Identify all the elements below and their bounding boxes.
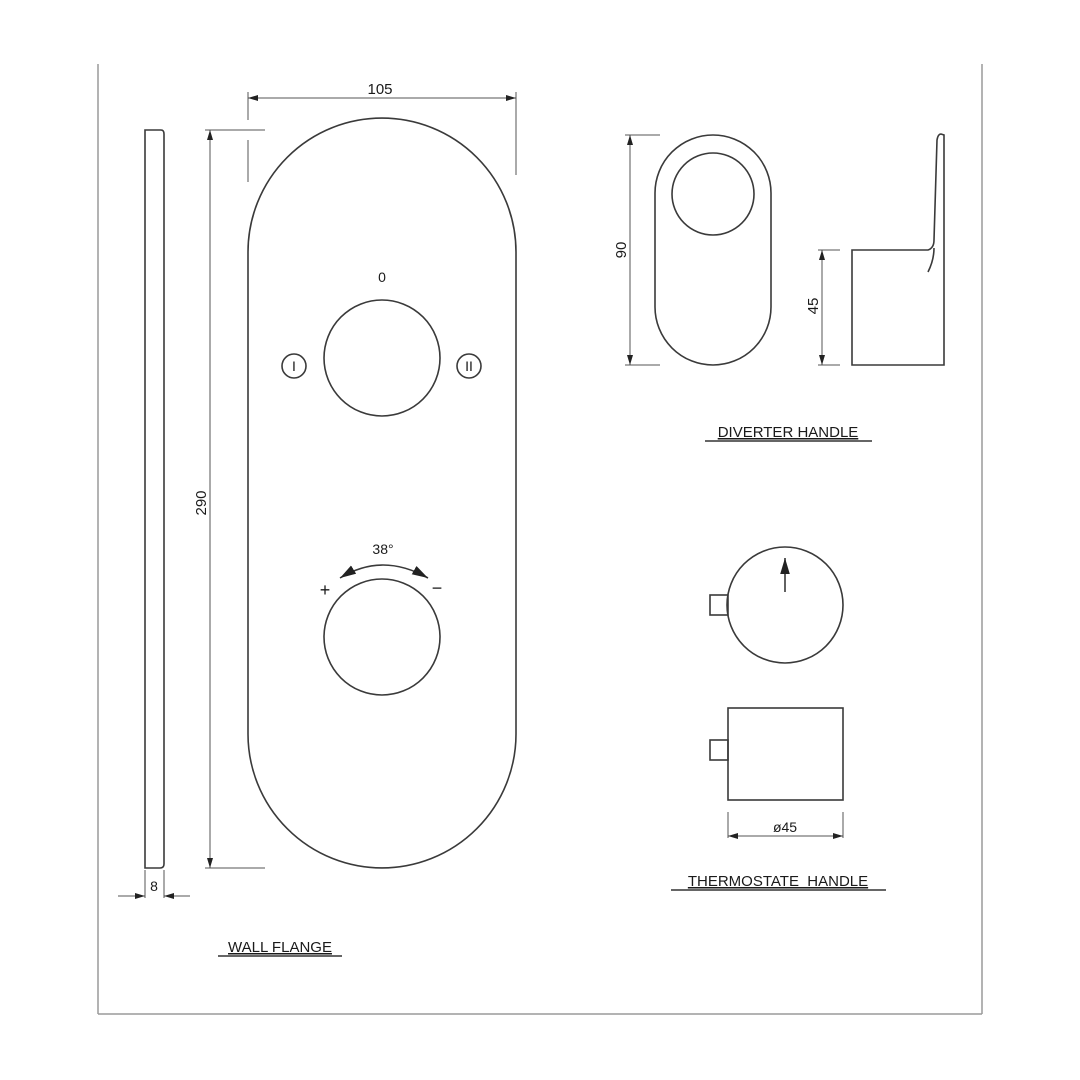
- minus-label: −: [432, 578, 443, 598]
- thermostate-handle-top-view: [709, 546, 844, 664]
- thermostate-handle-side-view: ø45: [709, 707, 844, 839]
- position-zero-label: 0: [378, 269, 386, 285]
- width-dimension: 105: [367, 81, 392, 98]
- diverter-handle-side-view: 45: [805, 133, 945, 366]
- wall-flange-title: WALL FLANGE: [228, 939, 332, 956]
- wall-flange-front-view: 105 290 0 I II 38° + −: [193, 81, 517, 869]
- drawing-frame: [97, 64, 983, 1015]
- wall-flange-side-view: 8: [118, 129, 190, 899]
- position-one-label: I: [292, 358, 296, 374]
- diverter-side-dimension: 45: [805, 298, 822, 315]
- thermostate-handle-title: THERMOSTATE HANDLE: [688, 873, 868, 890]
- diverter-handle-title: DIVERTER HANDLE: [718, 424, 859, 441]
- thickness-dimension: 8: [150, 878, 158, 894]
- diverter-height-dimension: 90: [613, 242, 630, 259]
- diverter-handle-front-view: 90: [613, 134, 772, 366]
- plus-label: +: [320, 580, 331, 600]
- position-two-label: II: [465, 358, 473, 374]
- rotation-angle-label: 38°: [372, 541, 393, 557]
- diameter-dimension: ø45: [773, 819, 797, 835]
- height-dimension: 290: [193, 490, 210, 515]
